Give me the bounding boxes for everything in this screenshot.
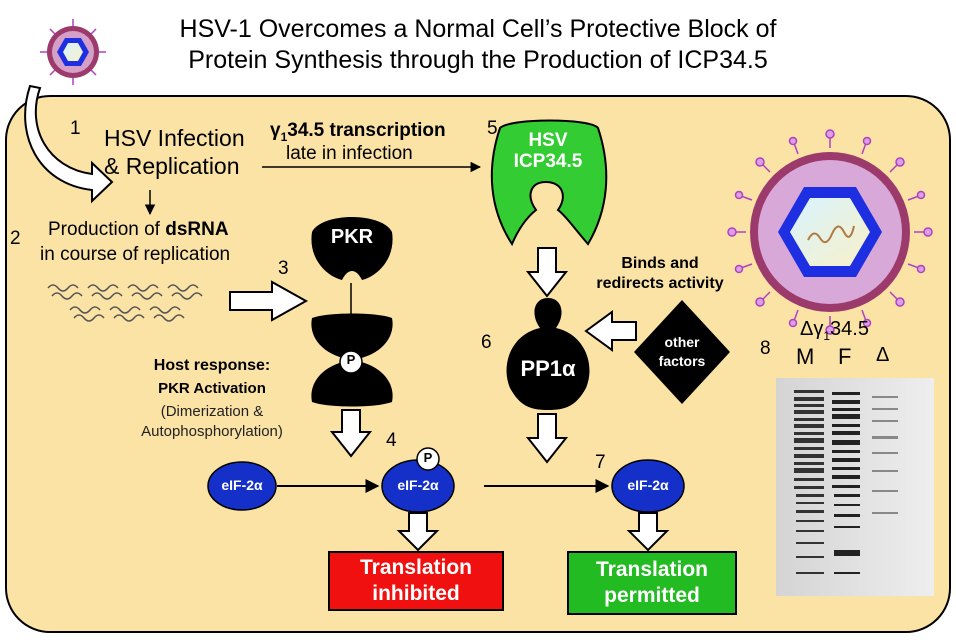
arrow-dsrna-to-pkr xyxy=(229,280,309,322)
arrow-eif-to-inhibited xyxy=(396,512,440,552)
infection-label-line-2: & Replication xyxy=(104,153,240,179)
pkr-monomer-shape xyxy=(311,217,393,280)
pkr-phospho-circle xyxy=(339,350,363,374)
eif-phospho-label: P xyxy=(423,450,433,465)
host-response-detail-1: (Dimerization & xyxy=(160,403,264,420)
gel-lane-m xyxy=(794,390,824,574)
icp-label-line-2: ICP34.5 xyxy=(513,151,583,172)
translation-permitted-line-2: permitted xyxy=(604,584,700,607)
infection-label-line-1: HSV Infection xyxy=(104,125,245,151)
pkr-label: PKR xyxy=(330,226,374,248)
arrow-pkr-to-eif xyxy=(329,409,373,458)
gel-lane-label-delta: Δ xyxy=(876,344,890,366)
mutant-virus-label: Δγ134.5 xyxy=(800,318,869,343)
arrow-eif-to-permitted xyxy=(626,512,670,552)
transcription-label-line-1: γ134.5 transcription xyxy=(270,120,446,144)
step-number-1: 1 xyxy=(70,118,81,139)
eif-phospho-circle xyxy=(416,447,440,471)
gel-lane-label-m: M xyxy=(796,344,815,369)
gel-lane-label-f: F xyxy=(838,344,852,369)
translation-permitted-box: Translation permitted xyxy=(567,551,737,615)
host-response-title: Host response: xyxy=(153,357,271,374)
other-factors-line-2: factors xyxy=(658,353,706,369)
eif-left-label: eIF-2α xyxy=(221,477,263,493)
step-number-6: 6 xyxy=(481,332,492,353)
translation-inhibited-line-2: inhibited xyxy=(372,582,460,605)
translation-permitted-line-1: Translation xyxy=(595,558,709,581)
step-number-7: 7 xyxy=(595,452,606,473)
arrow-pp1-to-eif xyxy=(525,413,569,464)
host-response-activation: PKR Activation xyxy=(158,380,266,397)
step-number-8: 8 xyxy=(760,338,771,359)
gel-lane-delta xyxy=(872,396,898,514)
step-number-4: 4 xyxy=(386,430,397,451)
transcription-label-line-2: late in infection xyxy=(286,143,413,164)
gel-image xyxy=(776,378,934,596)
step-number-3: 3 xyxy=(278,258,289,279)
pkr-dimer-bottom xyxy=(311,360,393,407)
gel-lane-f xyxy=(832,392,860,574)
eif-left-shape xyxy=(207,461,277,511)
arrow-icp-to-pp1 xyxy=(525,247,569,298)
dsrna-strands-icon xyxy=(47,284,203,322)
binds-label-line-1: Binds and xyxy=(621,255,699,272)
pp1-alpha-shape xyxy=(506,298,590,410)
translation-inhibited-line-1: Translation xyxy=(359,556,473,579)
eif-right-label: eIF-2α xyxy=(627,477,669,493)
binds-label-line-2: redirects activity xyxy=(596,275,724,292)
title-line-1: HSV-1 Overcomes a Normal Cell’s Protecti… xyxy=(179,15,777,43)
step-number-2: 2 xyxy=(10,228,21,249)
other-factors-shape xyxy=(634,300,730,404)
dsrna-label-line-2: in course of replication xyxy=(40,244,231,265)
icp34-5-shape xyxy=(490,119,608,247)
icp-label-line-1: HSV xyxy=(528,130,568,151)
entry-arrow xyxy=(24,84,114,204)
mutant-virus-icon xyxy=(727,129,933,335)
title-line-2: Protein Synthesis through the Production… xyxy=(188,46,768,74)
eif-middle-label: eIF-2α xyxy=(397,477,439,493)
pp1-alpha-label: PP1α xyxy=(520,356,576,381)
other-factors-line-1: other xyxy=(664,334,700,350)
pkr-phospho-label: P xyxy=(346,352,356,367)
pkr-dimer-top xyxy=(311,313,393,360)
arrow-factors-to-pp1 xyxy=(584,310,637,352)
host-response-detail-2: Autophosphorylation) xyxy=(141,423,283,440)
dsrna-label-line-1: Production of dsRNA xyxy=(48,219,229,240)
step-number-5: 5 xyxy=(487,118,498,139)
entering-virus-icon xyxy=(40,19,106,85)
translation-inhibited-box: Translation inhibited xyxy=(328,551,504,611)
